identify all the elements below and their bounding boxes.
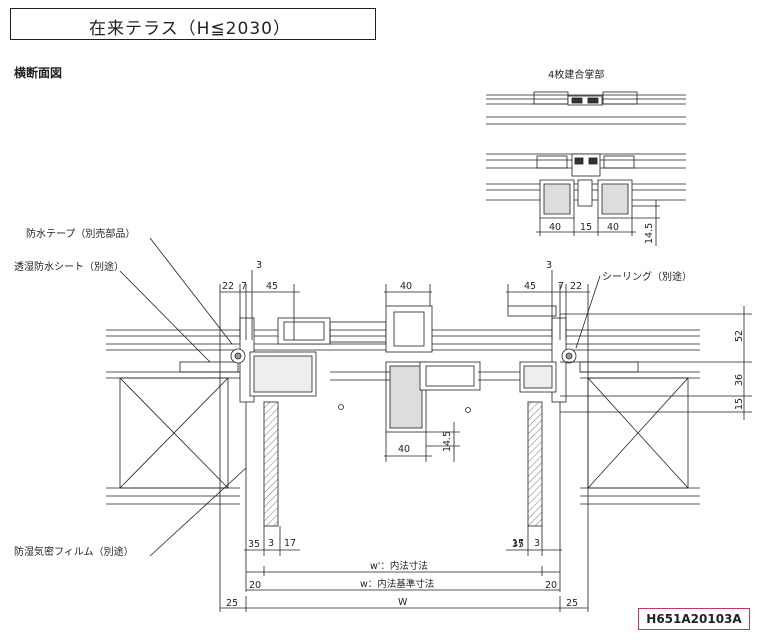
detail-dim-40b: 40 bbox=[607, 222, 619, 233]
detail-dim-40a: 40 bbox=[549, 222, 561, 233]
callout-moisture-sheet: 透湿防水シート（別途） bbox=[14, 262, 124, 273]
dim-17-left: 17 bbox=[284, 538, 296, 549]
section-label: 横断面図 bbox=[14, 66, 63, 80]
detail-dim-15: 15 bbox=[580, 222, 592, 233]
dim-25-left: 25 bbox=[226, 598, 238, 609]
dim-7-right: 7 bbox=[558, 281, 564, 292]
dim-22-left: 22 bbox=[222, 281, 234, 292]
dim-40-top: 40 bbox=[400, 281, 412, 292]
dim-3-bottom-left: 3 bbox=[268, 538, 274, 549]
dim-W: W bbox=[398, 597, 408, 608]
dim-w: w：内法基準寸法 bbox=[360, 578, 434, 590]
dim-52: 52 bbox=[734, 330, 745, 342]
dim-45-left: 45 bbox=[266, 281, 278, 292]
callout-waterproof-tape: 防水テープ（別売部品） bbox=[26, 229, 136, 240]
dim-3-right: 3 bbox=[546, 260, 552, 271]
detail-label: 4枚建合掌部 bbox=[548, 70, 605, 81]
dim-40-bottom: 40 bbox=[398, 444, 410, 455]
frame-left bbox=[230, 317, 331, 403]
drawing-title: 在来テラス（H≦2030） bbox=[89, 19, 291, 39]
dim-25-right: 25 bbox=[566, 598, 578, 609]
dim-20-right: 20 bbox=[545, 580, 557, 591]
dim-14-5: 14.5 bbox=[442, 431, 453, 452]
frame-right bbox=[507, 305, 577, 403]
callout-airtight-film: 防湿気密フィルム（別途） bbox=[14, 547, 134, 558]
title-box: 在来テラス（H≦2030） bbox=[10, 8, 376, 40]
dim-22-right: 22 bbox=[570, 281, 582, 292]
dim-w-prime: w'：内法寸法 bbox=[370, 560, 428, 572]
dim-3-left: 3 bbox=[256, 260, 262, 271]
dim-20-left: 20 bbox=[249, 580, 261, 591]
dim-45-right: 45 bbox=[524, 281, 536, 292]
dim-3-bottom-right: 3 bbox=[534, 538, 540, 549]
detail-dim-14-5: 14.5 bbox=[644, 223, 655, 244]
dim-17-right: 17 bbox=[512, 538, 524, 549]
dim-36: 36 bbox=[734, 374, 745, 386]
dim-7-left: 7 bbox=[241, 281, 247, 292]
dim-35-left: 35 bbox=[248, 539, 260, 550]
detail-view bbox=[486, 91, 686, 246]
callout-sealing: シーリング（別途） bbox=[602, 272, 692, 283]
dim-15-side: 15 bbox=[734, 398, 745, 410]
drawing-code: H651A20103A bbox=[638, 608, 750, 630]
dim-35-right: 35 bbox=[512, 539, 524, 550]
frame-center bbox=[329, 305, 530, 433]
